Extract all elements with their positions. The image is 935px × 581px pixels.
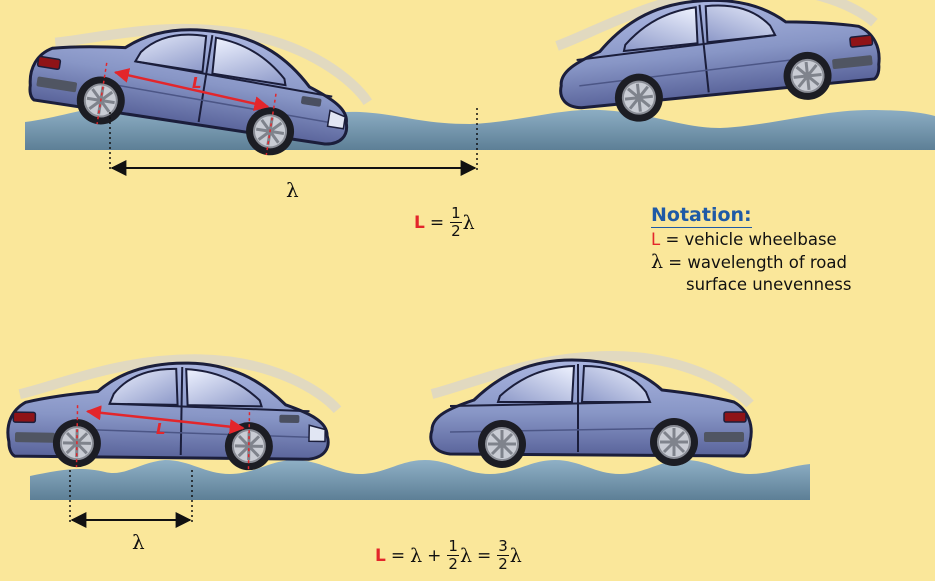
formula-bottom-eq1: = (391, 546, 405, 566)
formula-top-lambda: λ (463, 212, 475, 234)
wavelength-label-bottom: λ (132, 530, 145, 554)
notation-def-lambda-cont: surface unevenness (651, 274, 851, 296)
formula-bottom-lambda1: λ (410, 545, 422, 567)
road-bottom (30, 460, 810, 500)
formula-bottom-eq2: = (477, 546, 491, 566)
wheelbase-label-bottom: L (156, 420, 166, 438)
formula-bottom-lambda2: λ (460, 545, 472, 567)
formula-bottom-plus: + (427, 546, 441, 566)
formula-bottom: L = λ + 1 2 λ = 3 2 λ (375, 539, 522, 572)
formula-bottom-den1: 2 (448, 556, 458, 572)
formula-top-L: L (414, 213, 425, 233)
formula-bottom-den2: 2 (498, 556, 508, 572)
formula-bottom-fraction1: 1 2 (447, 539, 459, 572)
notation-box: Notation: L = vehicle wheelbase λ = wave… (651, 203, 851, 296)
formula-top-den: 2 (451, 223, 461, 239)
notation-def-L: = vehicle wheelbase (665, 230, 836, 249)
wheelbase-label-top: L (192, 74, 202, 92)
notation-key-L: L (651, 230, 660, 249)
notation-title: Notation: (651, 203, 752, 228)
formula-top-num: 1 (450, 206, 462, 223)
formula-bottom-num2: 3 (497, 539, 509, 556)
formula-bottom-lambda3: λ (510, 545, 522, 567)
formula-bottom-num1: 1 (447, 539, 459, 556)
formula-bottom-fraction2: 3 2 (497, 539, 509, 572)
formula-top: L = 1 2 λ (414, 206, 475, 239)
car-bottom-right (431, 356, 751, 468)
formula-top-eq: = (430, 213, 444, 233)
formula-top-fraction: 1 2 (450, 206, 462, 239)
notation-row-lambda: λ = wavelength of road (651, 251, 851, 274)
notation-row-L: L = vehicle wheelbase (651, 229, 851, 251)
formula-bottom-L: L (375, 546, 386, 566)
notation-def-lambda: = wavelength of road (668, 253, 847, 272)
wavelength-label-top: λ (286, 178, 299, 202)
car-bottom-left (7, 356, 338, 472)
notation-key-lambda: λ (651, 251, 663, 273)
